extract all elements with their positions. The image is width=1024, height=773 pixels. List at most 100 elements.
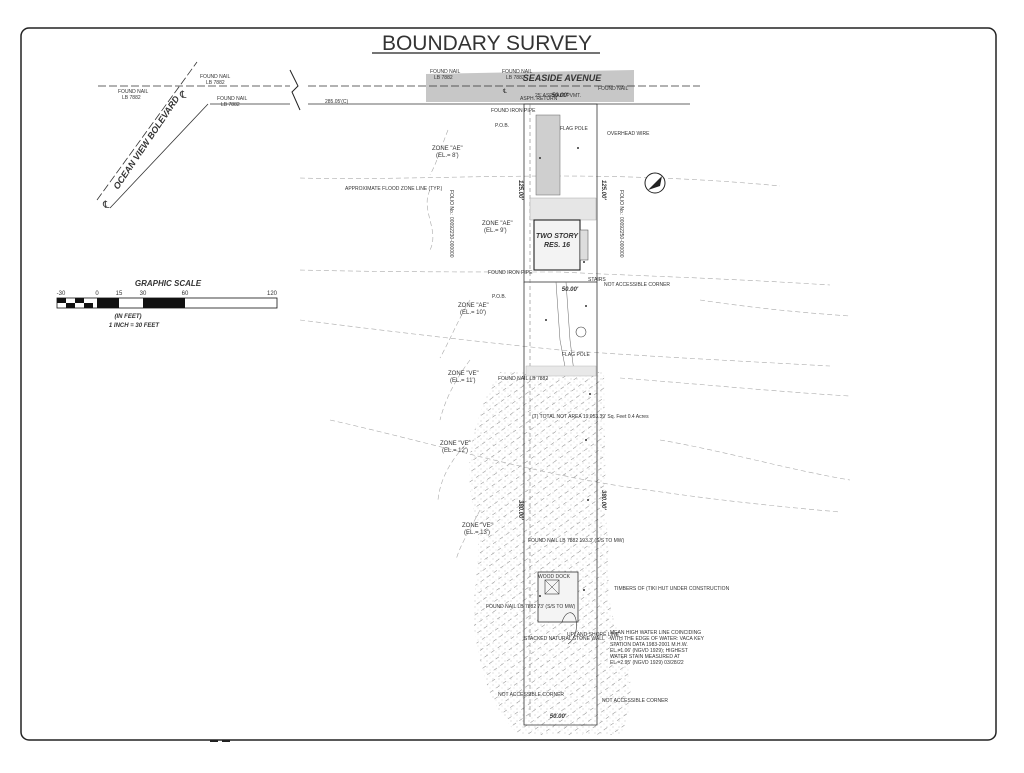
walkway-left: [555, 281, 567, 373]
flag-pole-label-2: FLAG POLE: [562, 352, 590, 358]
scale-tick-4: 60: [182, 291, 189, 297]
scale-tick-5: 120: [267, 291, 278, 297]
zone-5-name: ZONE "VE": [440, 441, 471, 447]
found-nail-6-line1: FOUND NAIL: [598, 86, 629, 92]
road-distance: 285.05'(C): [325, 99, 349, 105]
lot-front-boundary: [523, 103, 598, 283]
zone-1-el: (EL.= 8'): [436, 153, 459, 159]
scale-ratio: 1 INCH = 30 FEET: [109, 323, 161, 329]
seaside-avenue-label: SEASIDE AVENUE: [523, 73, 603, 83]
mhwl-line: WATER STAIN MEASURED AT: [610, 654, 680, 660]
scale-tick-1: 0: [95, 291, 99, 297]
found-nail-4-line2: LB 7882: [434, 75, 453, 81]
break-line: [289, 69, 301, 111]
flood-line-label: APPROXIMATE FLOOD ZONE LINE (TYP.): [345, 186, 443, 192]
stacked-wall-label: STACKED NATURAL STONE WALL: [524, 636, 605, 642]
scale-tick-0: -30: [57, 291, 66, 297]
flag-pole-label: FLAG POLE: [560, 126, 588, 132]
found-nail-3-line2: LB 7882: [221, 102, 240, 108]
total-area-label: (T) TOTAL NOT AREA 19,053.39' Sq. Feet 0…: [532, 414, 649, 420]
not-accessible-label: NOT ACCESSIBLE CORNER: [604, 282, 670, 288]
zone-4-el: (EL.= 11'): [450, 378, 476, 384]
dim-side-4: 380.00': [600, 490, 606, 510]
found-nail-5-line1: FOUND NAIL: [502, 69, 533, 75]
not-accessible-label-3: NOT ACCESSIBLE CORNER: [602, 698, 668, 704]
found-nail-1-line2: LB 7882: [206, 80, 225, 86]
scale-tick-3: 30: [140, 291, 147, 297]
house-footprint: [533, 219, 581, 271]
tiki-hut-cross-2: [544, 579, 560, 595]
folio-right: FOLIO No.: 00092250-000000: [618, 190, 624, 258]
centerline-symbol-seaside: ℄: [502, 89, 507, 95]
found-nail-3-line1: FOUND NAIL: [217, 96, 248, 102]
mhwl-line: STATION DATA 1983-2001 M.H.W.: [610, 642, 688, 648]
pob-label-2: P.O.B.: [492, 294, 506, 300]
timbers-label: TIMBERS OF (TIKI HUT UNDER CONSTRUCTION: [614, 586, 730, 592]
dim-bottom: 50.00': [550, 714, 567, 720]
mhwl-line: EL.=2.95' (NGVD 1929) 03/28/22: [610, 660, 684, 666]
zone-3-el: (EL.= 10'): [460, 310, 486, 316]
elevation-spot-marks: [539, 147, 591, 597]
house-label-2: RES. 16: [544, 242, 570, 249]
found-nail-offset-label: FOUND NAIL LB 7882 193.3' (S/S TO MW): [528, 538, 625, 544]
scale-title: GRAPHIC SCALE: [135, 279, 202, 288]
folio-left: FOLIO No.: 00092230-000000: [448, 190, 454, 258]
survey-title: BOUNDARY SURVEY: [382, 32, 592, 55]
mhwl-line: EL.=1.06' (NGVD 1929); HIGHEST: [610, 648, 688, 654]
zone-2-el: (EL.= 9'): [484, 228, 507, 234]
zone-6-el: (EL.= 13'): [464, 530, 490, 536]
lot-rear-boundary: [523, 282, 598, 726]
found-nail-2-line1: FOUND NAIL: [118, 89, 149, 95]
house-porch: [579, 229, 589, 261]
stairs-label: STAIRS: [588, 277, 606, 283]
scale-ticks: -30 0 15 30 60 120: [57, 291, 278, 297]
north-arrow-icon: [644, 172, 666, 194]
ocean-view-label: OCEAN VIEW BOLEVARD: [111, 94, 181, 191]
scale-units: (IN FEET): [115, 314, 142, 320]
zone-2-name: ZONE "AE": [482, 221, 513, 227]
mhwl-line: MEAN HIGH WATER LINE COINCIDING: [610, 630, 701, 636]
sheet-border: [20, 27, 997, 741]
asphalt-driveway: [535, 114, 561, 196]
concrete-strip: [525, 365, 597, 377]
zone-1-name: ZONE "AE": [432, 146, 463, 152]
zone-3-name: ZONE "AE": [458, 303, 489, 309]
overhead-wire-label: OVERHEAD WIRE: [607, 131, 650, 137]
upland-shore-curve: [561, 612, 577, 645]
dim-side-3: 380.00': [517, 500, 523, 520]
wood-dock: [537, 571, 579, 623]
scale-bar: [56, 297, 278, 309]
found-nail-4-line1: FOUND NAIL: [430, 69, 461, 75]
zone-6-name: ZONE "VE": [462, 523, 493, 529]
dim-mid: 50.00': [562, 287, 579, 293]
pob-label: P.O.B.: [495, 123, 509, 129]
scale-tick-2: 15: [116, 291, 123, 297]
found-nail-lb-label: FOUND NAIL LB 7882: [498, 376, 548, 382]
found-iron-pipe-label: FOUND IRON PIPE: [491, 108, 536, 114]
water-stipple: [469, 372, 631, 735]
found-nail-1-line1: FOUND NAIL: [200, 74, 231, 80]
zone-5-el: (EL.= 12'): [442, 448, 468, 454]
zone-4-name: ZONE "VE": [448, 371, 479, 377]
wood-dock-label: WOOD DOCK: [538, 574, 571, 580]
ocean-view-centerline: [96, 61, 198, 201]
upland-shore-label: UPLAND SHORE LINE: [567, 632, 620, 638]
house-label-1: TWO STORY: [536, 233, 579, 240]
circle-feature: [575, 326, 587, 338]
centerline-symbol-ocean-top: ℄: [179, 90, 187, 101]
asphalt-return-label: ASPH. RETURN: [520, 96, 558, 102]
found-nail-5-line2: LB 7882: [506, 75, 525, 81]
tiki-hut: [544, 579, 560, 595]
not-accessible-label-2: NOT ACCESSIBLE CORNER: [498, 692, 564, 698]
ocean-view-edge: [109, 103, 209, 209]
found-nail-2-line2: LB 7882: [122, 95, 141, 101]
dim-top: 50.00': [552, 93, 569, 99]
mhwl-line: WITH THE EDGE OF WATER: VACA KEY: [610, 636, 705, 642]
centerline-symbol-ocean: ℄: [102, 200, 110, 211]
dim-side-2: 125.00': [600, 180, 606, 200]
dim-side-1: 125.00': [517, 180, 523, 200]
seaside-pavement-label: 25' ASPHALT PVMT.: [535, 93, 581, 99]
